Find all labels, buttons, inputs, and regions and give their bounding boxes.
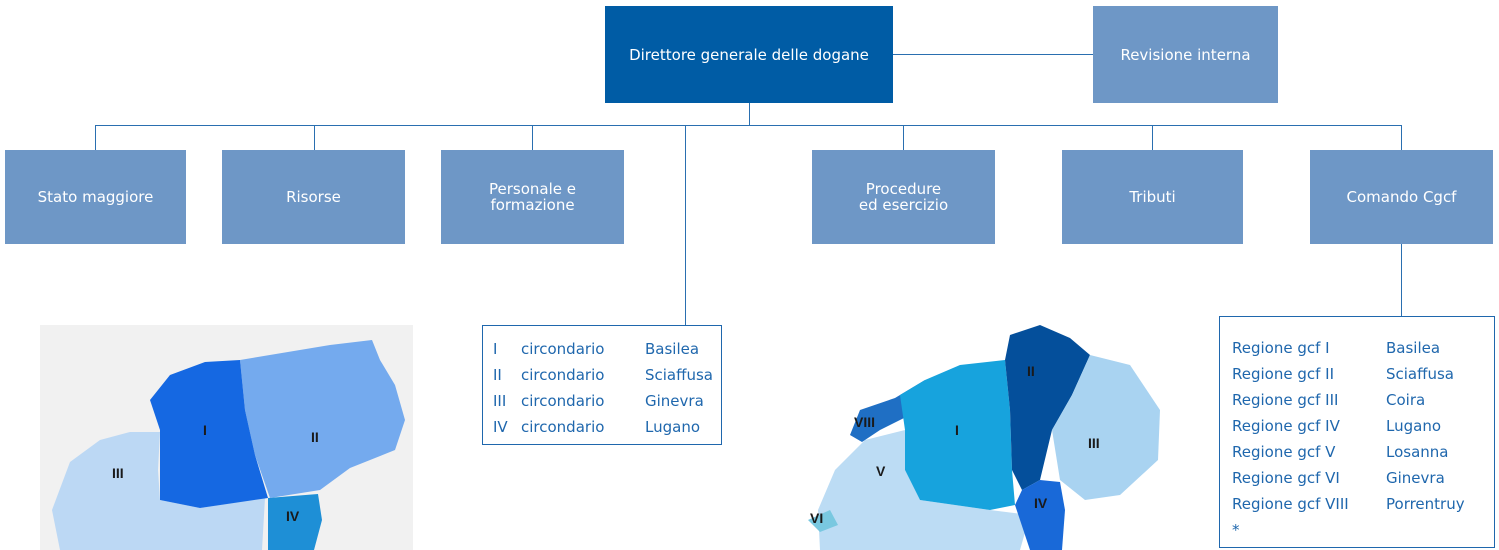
map2-label-iii: III — [1088, 435, 1100, 451]
connector-unit-1 — [95, 125, 96, 150]
region-city: Losanna — [1386, 443, 1449, 461]
district-number: IV — [493, 418, 508, 436]
region-vi-area — [808, 510, 838, 532]
unit-comando-cgcf: Comando Cgcf — [1310, 150, 1493, 244]
district-label: circondario — [521, 340, 605, 358]
map2-label-viii: VIII — [854, 414, 875, 430]
unit-risorse: Risorse — [222, 150, 405, 244]
district-iii-region — [52, 432, 265, 550]
region-row: Regione gcf III Coira — [1220, 391, 1494, 417]
unit-stato-maggiore: Stato maggiore — [5, 150, 186, 244]
district-number: III — [493, 392, 507, 410]
region-name: Regione gcf II — [1232, 365, 1335, 383]
region-city: Lugano — [1386, 417, 1441, 435]
region-name: Regione gcf VIII — [1232, 495, 1349, 513]
map2-label-ii: II — [1027, 363, 1035, 379]
district-row: I circondario Basilea — [483, 340, 721, 366]
regions-footnote: * — [1232, 521, 1240, 539]
region-row: Regione gcf I Basilea — [1220, 339, 1494, 365]
district-city: Basilea — [645, 340, 700, 358]
district-city: Ginevra — [645, 392, 704, 410]
map2-label-v: V — [876, 463, 886, 479]
connector-horizontal-bar — [95, 125, 1402, 126]
map1-label-iv: IV — [286, 508, 300, 524]
region-row: Regione gcf IV Lugano — [1220, 417, 1494, 443]
map1-label-ii: II — [311, 429, 319, 445]
connector-top-audit — [893, 54, 1093, 55]
region-row: Regione gcf II Sciaffusa — [1220, 365, 1494, 391]
district-city: Sciaffusa — [645, 366, 713, 384]
region-v-area — [818, 430, 1030, 550]
region-city: Sciaffusa — [1386, 365, 1454, 383]
region-city: Porrentruy — [1386, 495, 1465, 513]
connector-districts — [685, 125, 686, 325]
district-city: Lugano — [645, 418, 700, 436]
districts-list: I circondario Basilea II circondario Sci… — [482, 325, 722, 445]
region-ii-area — [1005, 325, 1090, 490]
district-ii-region — [240, 340, 405, 498]
region-iii-area — [1052, 355, 1160, 500]
region-name: Regione gcf I — [1232, 339, 1330, 357]
unit-procedure-esercizio: Procedure ed esercizio — [812, 150, 995, 244]
region-name: Regione gcf V — [1232, 443, 1336, 461]
region-city: Basilea — [1386, 339, 1441, 357]
regions-list: Regione gcf I Basilea Regione gcf II Sci… — [1219, 316, 1495, 548]
unit-tributi: Tributi — [1062, 150, 1243, 244]
map1-label-iii: III — [112, 465, 124, 481]
connector-unit-3 — [532, 125, 533, 150]
region-row: * — [1220, 521, 1494, 547]
district-row: II circondario Sciaffusa — [483, 366, 721, 392]
district-iv-region — [268, 494, 322, 550]
connector-unit-4 — [903, 125, 904, 150]
district-number: I — [493, 340, 498, 358]
region-row: Regione gcf VI Ginevra — [1220, 469, 1494, 495]
district-label: circondario — [521, 366, 605, 384]
map2-label-i: I — [955, 422, 959, 438]
district-row: III circondario Ginevra — [483, 392, 721, 418]
region-city: Ginevra — [1386, 469, 1445, 487]
district-row: IV circondario Lugano — [483, 418, 721, 444]
director-general-box: Direttore generale delle dogane — [605, 6, 893, 103]
unit-personale-formazione: Personale e formazione — [441, 150, 624, 244]
region-name: Regione gcf VI — [1232, 469, 1340, 487]
region-city: Coira — [1386, 391, 1426, 409]
district-i-region — [150, 360, 268, 508]
region-iv-area — [1015, 480, 1065, 550]
internal-audit-box: Revisione interna — [1093, 6, 1278, 103]
map2-label-vi: VI — [810, 510, 823, 526]
district-label: circondario — [521, 392, 605, 410]
map2-label-iv: IV — [1034, 495, 1048, 511]
region-i-area — [900, 360, 1015, 510]
connector-top-down — [749, 103, 750, 125]
connector-unit-5 — [1152, 125, 1153, 150]
region-name: Regione gcf III — [1232, 391, 1339, 409]
district-number: II — [493, 366, 502, 384]
connector-regions — [1401, 244, 1402, 316]
region-row: Regione gcf V Losanna — [1220, 443, 1494, 469]
region-name: Regione gcf IV — [1232, 417, 1340, 435]
district-label: circondario — [521, 418, 605, 436]
region-row: Regione gcf VIII Porrentruy — [1220, 495, 1494, 521]
map1-label-i: I — [203, 422, 207, 438]
connector-unit-2 — [314, 125, 315, 150]
connector-unit-6 — [1401, 125, 1402, 150]
